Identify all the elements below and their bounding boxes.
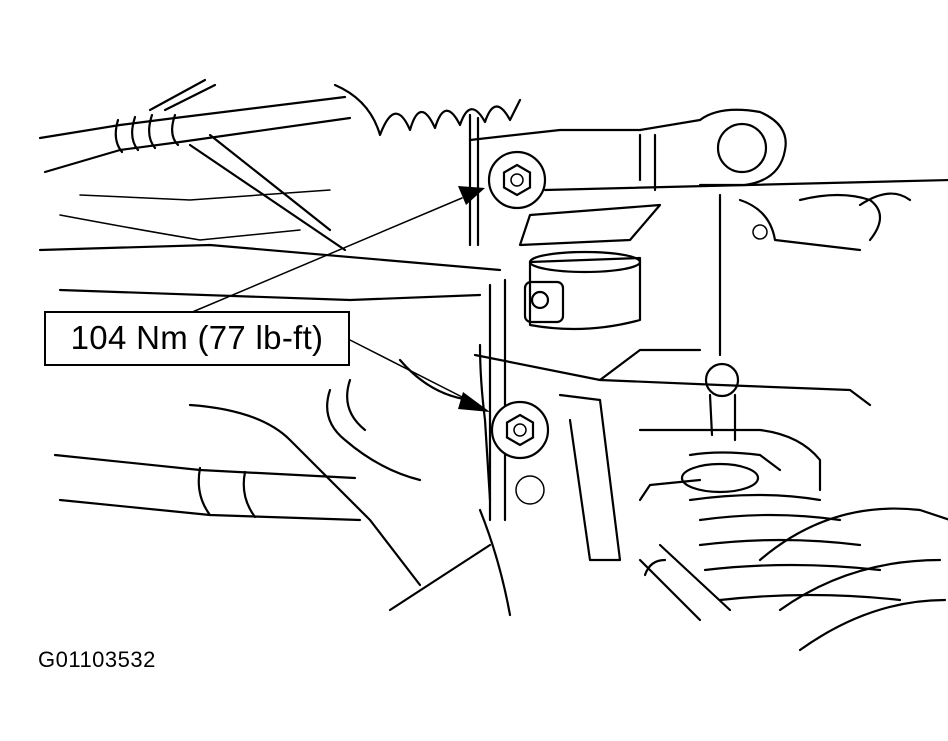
leader-to-lower-bolt <box>349 339 490 412</box>
upper-bolt <box>487 150 547 210</box>
lower-bolt <box>490 400 550 460</box>
background-linework <box>38 78 948 652</box>
leader-to-upper-bolt <box>189 186 485 314</box>
figure-id: G01103532 <box>38 647 156 672</box>
torque-callout: 104 Nm (77 lb-ft) <box>44 311 350 366</box>
